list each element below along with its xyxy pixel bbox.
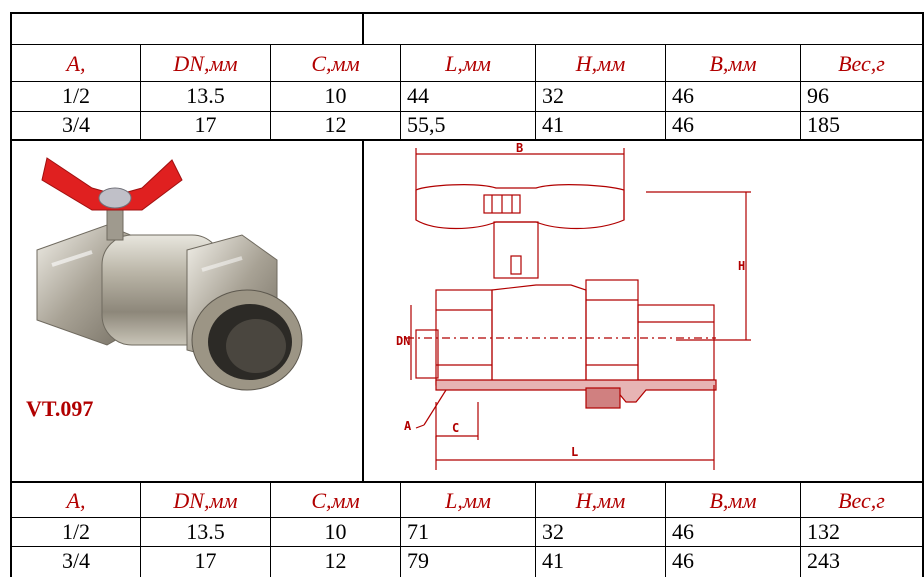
cell-a: 3/4 [61, 548, 91, 573]
dim-label-l: L [571, 445, 578, 459]
header-c: C,мм [311, 51, 360, 76]
technical-drawing: B H DN A C L [366, 140, 922, 480]
cell-dn: 17 [194, 548, 217, 573]
header-h: H,мм [575, 488, 626, 513]
cell-c: 10 [324, 519, 347, 544]
cell-dn: 13.5 [186, 519, 225, 544]
header-l: L,мм [445, 488, 491, 513]
dim-label-h: H [738, 259, 745, 273]
header-b: B,мм [709, 488, 757, 513]
cell-l: 55,5 [407, 112, 446, 137]
cell-l: 44 [407, 83, 429, 108]
product-photo [12, 140, 362, 480]
header-l: L,мм [445, 51, 491, 76]
header-b: B,мм [709, 51, 757, 76]
header-weight: Вес,г [838, 51, 885, 76]
model-code: VT.097 [26, 396, 94, 421]
cell-h: 41 [542, 548, 564, 573]
cell-dn: 13.5 [186, 83, 225, 108]
cell-weight: 132 [807, 519, 840, 544]
drawing-lines [406, 148, 751, 470]
dim-label-dn: DN [396, 334, 410, 348]
dim-label-b: B [516, 141, 523, 155]
cell-l: 79 [407, 548, 429, 573]
cell-b: 46 [672, 519, 694, 544]
header-dn: DN,мм [173, 488, 238, 513]
cell-b: 46 [672, 548, 694, 573]
header-weight: Вес,г [838, 488, 885, 513]
cell-a: 3/4 [61, 112, 91, 137]
header-c: C,мм [311, 488, 360, 513]
cell-l: 71 [407, 519, 429, 544]
cell-h: 32 [542, 519, 564, 544]
cell-dn: 17 [194, 112, 217, 137]
cell-b: 46 [672, 112, 694, 137]
cell-h: 32 [542, 83, 564, 108]
cell-h: 41 [542, 112, 564, 137]
cell-b: 46 [672, 83, 694, 108]
ball-valve-image [36, 157, 303, 391]
cell-weight: 185 [807, 112, 840, 137]
dim-label-a: A [404, 419, 412, 433]
dim-label-c: C [452, 421, 459, 435]
header-a: A, [66, 488, 86, 513]
header-a: A, [66, 51, 86, 76]
cell-c: 10 [324, 83, 347, 108]
cell-c: 12 [324, 548, 347, 573]
cell-a: 1/2 [61, 83, 91, 108]
cell-a: 1/2 [61, 519, 91, 544]
header-dn: DN,мм [173, 51, 238, 76]
cell-c: 12 [324, 112, 347, 137]
cell-weight: 96 [807, 83, 829, 108]
cell-weight: 243 [807, 548, 840, 573]
header-h: H,мм [575, 51, 626, 76]
